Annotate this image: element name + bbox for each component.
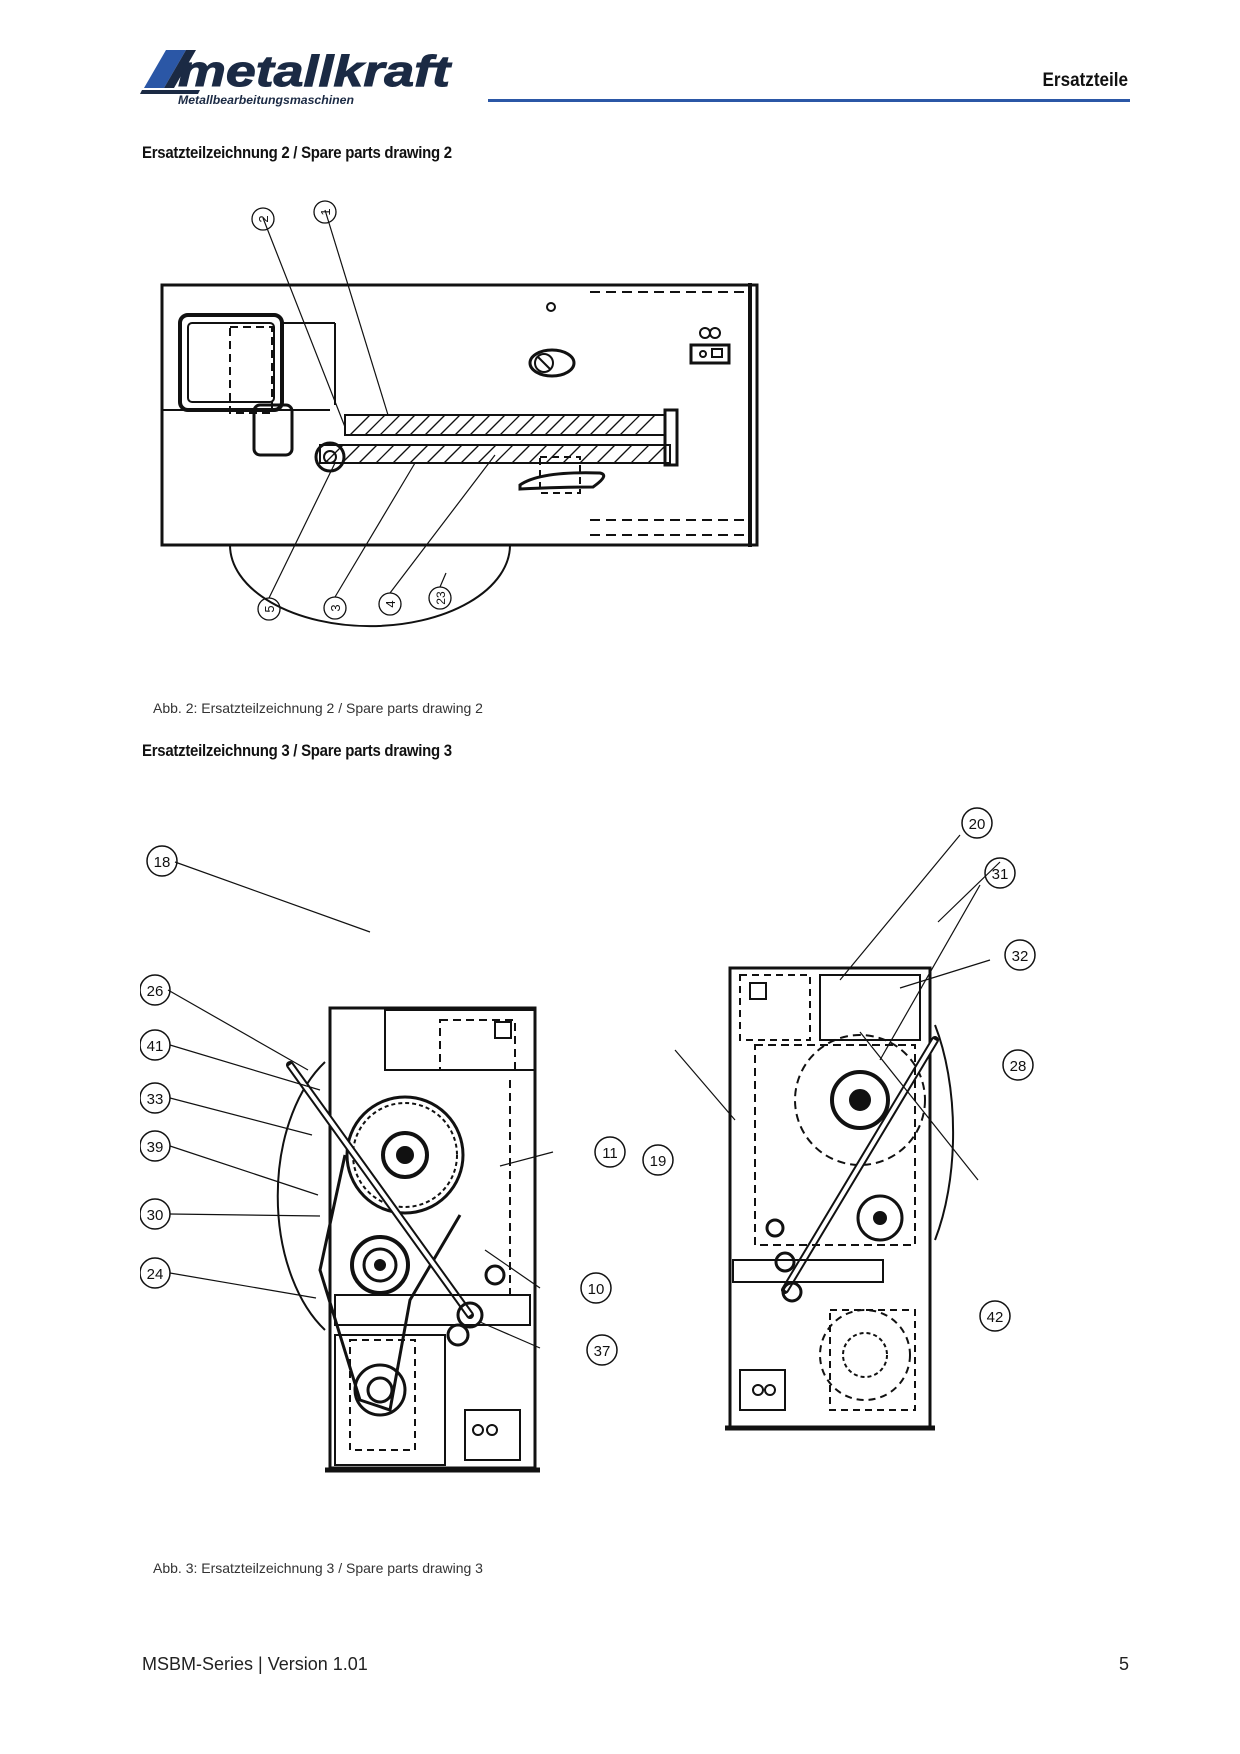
drawing-3-heading: Ersatzteilzeichnung 3 / Spare parts draw… bbox=[142, 741, 452, 760]
page-number: 5 bbox=[1118, 1654, 1129, 1674]
svg-text:37: 37 bbox=[594, 1343, 611, 1360]
callout-18: 18 bbox=[146, 845, 178, 877]
callout-20: 20 bbox=[961, 807, 993, 839]
drawing-2-leader-lines bbox=[262, 209, 496, 599]
callout-28: 28 bbox=[1002, 1049, 1034, 1081]
drawing-3-right-view bbox=[725, 966, 955, 1431]
drawing-2-caption: Abb. 2: Ersatzteilzeichnung 2 / Spare pa… bbox=[153, 700, 483, 716]
svg-text:11: 11 bbox=[602, 1145, 618, 1162]
svg-text:31: 31 bbox=[992, 866, 1009, 883]
callout-42: 42 bbox=[979, 1300, 1011, 1332]
drawing-3-left-view bbox=[276, 1006, 540, 1473]
svg-text:24: 24 bbox=[147, 1266, 164, 1283]
drawing-2-heading: Ersatzteilzeichnung 2 / Spare parts draw… bbox=[142, 143, 452, 162]
logo-wordmark: metallkraft bbox=[178, 47, 453, 96]
svg-text:2: 2 bbox=[256, 215, 271, 222]
svg-text:1: 1 bbox=[318, 208, 333, 215]
header-section-title: Ersatzteile bbox=[1042, 70, 1128, 91]
metallkraft-logo: metallkraft Metallbearbeitungsmaschinen bbox=[140, 47, 453, 107]
drawing-3-callouts: 18 26 41 33 39 30 24 11 10 37 20 31 32 2… bbox=[140, 807, 1036, 1366]
drawing-3-caption: Abb. 3: Ersatzteilzeichnung 3 / Spare pa… bbox=[153, 1560, 483, 1576]
callout-39: 39 bbox=[140, 1130, 171, 1162]
callout-19: 19 bbox=[642, 1144, 674, 1176]
svg-text:4: 4 bbox=[383, 600, 398, 607]
svg-text:30: 30 bbox=[147, 1207, 164, 1224]
callout-5: 5 bbox=[257, 597, 281, 621]
svg-text:42: 42 bbox=[987, 1309, 1004, 1326]
drawing-2-callouts: 2 1 5 3 4 23 bbox=[251, 200, 452, 621]
callout-2: 2 bbox=[251, 207, 275, 231]
callout-31: 31 bbox=[984, 857, 1016, 889]
footer-series-version: MSBM-Series | Version 1.01 bbox=[142, 1654, 368, 1674]
callout-1: 1 bbox=[313, 200, 337, 224]
callout-41: 41 bbox=[140, 1029, 171, 1061]
svg-text:18: 18 bbox=[154, 854, 171, 871]
callout-26: 26 bbox=[140, 974, 171, 1006]
svg-text:33: 33 bbox=[147, 1091, 164, 1108]
logo-mark-icon bbox=[140, 50, 200, 94]
svg-text:28: 28 bbox=[1010, 1058, 1027, 1075]
svg-text:19: 19 bbox=[650, 1153, 667, 1170]
callout-30: 30 bbox=[140, 1198, 171, 1230]
logo-tagline: Metallbearbeitungsmaschinen bbox=[178, 93, 354, 107]
header-rule bbox=[488, 99, 1130, 102]
drawing-3-leader-lines bbox=[167, 834, 1001, 1349]
callout-37: 37 bbox=[586, 1334, 618, 1366]
svg-text:39: 39 bbox=[147, 1139, 164, 1156]
svg-text:23: 23 bbox=[434, 591, 448, 605]
spare-parts-drawing-3: 18 26 41 33 39 30 24 11 10 37 20 31 32 2… bbox=[140, 807, 1036, 1473]
svg-text:10: 10 bbox=[588, 1281, 605, 1298]
callout-11: 11 bbox=[594, 1136, 626, 1168]
drawing-2-housing bbox=[160, 283, 759, 628]
spare-parts-drawing-2: 2 1 5 3 4 23 bbox=[160, 200, 759, 628]
svg-text:5: 5 bbox=[262, 605, 277, 612]
svg-text:32: 32 bbox=[1012, 948, 1029, 965]
callout-33: 33 bbox=[140, 1082, 171, 1114]
callout-32: 32 bbox=[1004, 939, 1036, 971]
callout-10: 10 bbox=[580, 1272, 612, 1304]
callout-23: 23 bbox=[428, 586, 452, 610]
svg-text:26: 26 bbox=[147, 983, 164, 1000]
callout-24: 24 bbox=[140, 1257, 171, 1289]
svg-text:41: 41 bbox=[147, 1038, 164, 1055]
callout-4: 4 bbox=[378, 592, 402, 616]
svg-text:20: 20 bbox=[969, 816, 986, 833]
callout-3: 3 bbox=[323, 596, 347, 620]
svg-text:3: 3 bbox=[328, 604, 343, 611]
